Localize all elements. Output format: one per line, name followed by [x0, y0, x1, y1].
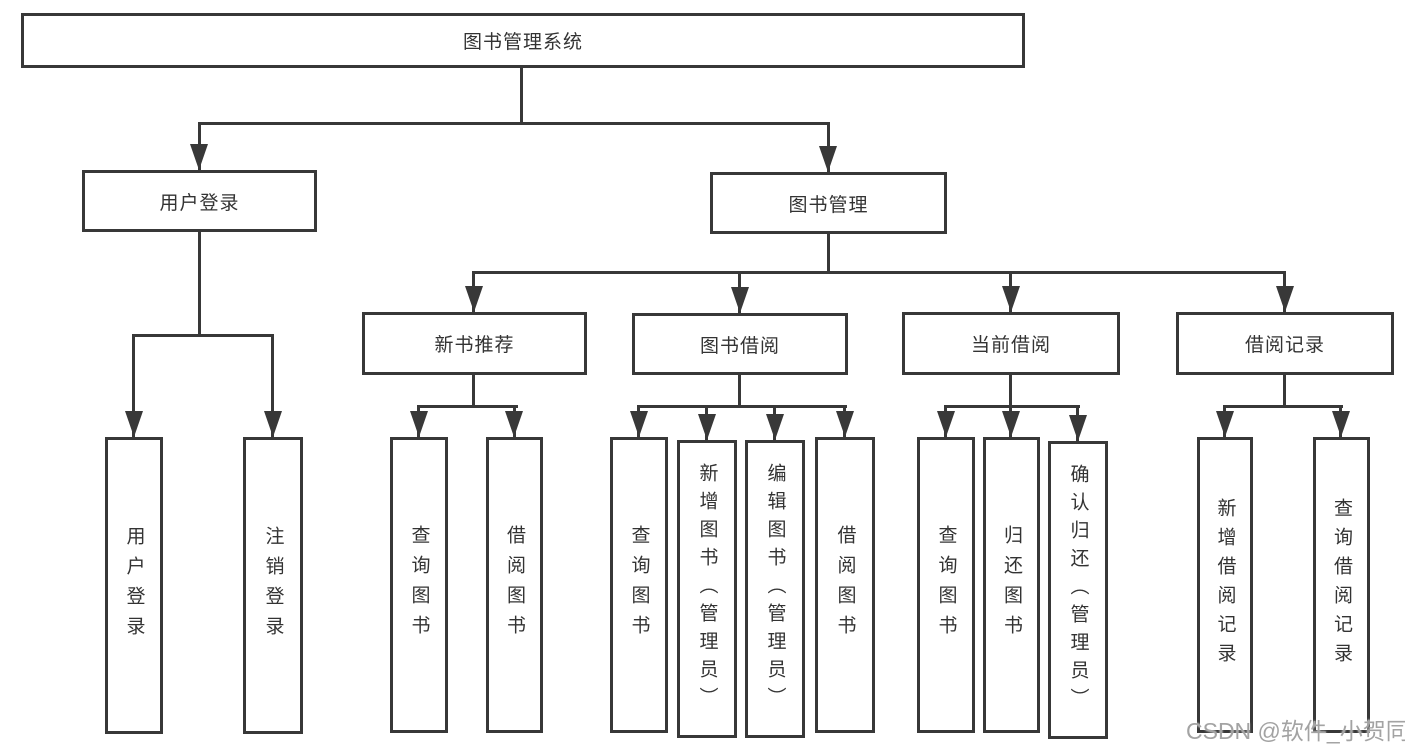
arrow-down-icon [937, 411, 955, 437]
connector-line [637, 405, 847, 408]
node-book-borrowing: 图书借阅 [632, 313, 848, 375]
arrow-down-icon [1276, 286, 1294, 312]
node-user-login: 用户登录 [82, 170, 317, 232]
node-label: 查询借阅记录 [1331, 498, 1352, 672]
node-label: 当前借阅 [970, 335, 1051, 356]
node-label: 用户登录 [159, 192, 240, 214]
watermark: CSDN @软件_小贺同学 [1186, 718, 1405, 744]
connector-line [1223, 405, 1343, 408]
leaf-query-borrow-record: 查询借阅记录 [1313, 437, 1370, 733]
node-label: 新增图书（管理员） [696, 463, 718, 715]
arrow-down-icon [410, 411, 428, 437]
node-label: 图书借阅 [699, 335, 780, 357]
arrow-down-icon [125, 411, 143, 437]
node-label: 用户登录 [123, 525, 145, 646]
arrow-down-icon [819, 146, 837, 172]
arrow-down-icon [1002, 286, 1020, 312]
connector-line [827, 234, 830, 273]
node-borrowing-records: 借阅记录 [1176, 312, 1394, 375]
arrow-down-icon [630, 411, 648, 437]
connector-line [472, 271, 1285, 274]
arrow-down-icon [1216, 411, 1234, 437]
connector-line [520, 68, 523, 122]
connector-line [198, 232, 201, 336]
leaf-confirm-return-admin: 确认归还（管理员） [1048, 441, 1108, 739]
leaf-query-books-borrow: 查询图书 [610, 437, 668, 733]
arrow-down-icon [465, 286, 483, 312]
connector-line [132, 334, 274, 337]
arrow-down-icon [698, 414, 716, 440]
arrow-down-icon [836, 411, 854, 437]
connector-line [1283, 375, 1286, 407]
node-label: 借阅记录 [1244, 335, 1325, 356]
connector-line [417, 405, 518, 408]
node-new-book-recommendation: 新书推荐 [362, 312, 587, 375]
leaf-borrow-books: 借阅图书 [815, 437, 875, 733]
leaf-query-books-current: 查询图书 [917, 437, 975, 733]
arrow-down-icon [1069, 415, 1087, 441]
node-label: 查询图书 [935, 525, 957, 645]
arrow-down-icon [1332, 411, 1350, 437]
connector-line [271, 334, 274, 437]
connector-line [944, 405, 1080, 408]
node-label: 注销登录 [262, 525, 284, 646]
connector-line [738, 375, 741, 407]
connector-line [198, 122, 830, 125]
node-label: 编辑图书（管理员） [764, 463, 786, 715]
arrow-down-icon [190, 144, 208, 170]
node-label: 归还图书 [1001, 525, 1022, 645]
node-current-borrowing: 当前借阅 [902, 312, 1120, 375]
arrow-down-icon [731, 287, 749, 313]
arrow-down-icon [264, 411, 282, 437]
node-library-management-system: 图书管理系统 [21, 13, 1025, 68]
node-label: 图书管理 [788, 194, 869, 216]
leaf-logout-login: 注销登录 [243, 437, 303, 734]
arrow-down-icon [766, 414, 784, 440]
node-label: 新书推荐 [434, 335, 515, 356]
connector-line [472, 375, 475, 407]
node-label: 查询图书 [408, 525, 430, 645]
leaf-add-books-admin: 新增图书（管理员） [677, 440, 737, 738]
connector-line [1009, 375, 1012, 407]
node-label: 新增借阅记录 [1214, 498, 1236, 672]
node-label: 借阅图书 [834, 525, 856, 645]
node-label: 确认归还（管理员） [1067, 464, 1089, 716]
leaf-borrow-books-recommend: 借阅图书 [486, 437, 543, 733]
node-label: 借阅图书 [504, 525, 525, 645]
leaf-query-books-recommend: 查询图书 [390, 437, 448, 733]
arrow-down-icon [1002, 411, 1020, 437]
node-label: 图书管理系统 [462, 32, 583, 53]
leaf-user-login: 用户登录 [105, 437, 163, 734]
leaf-add-borrow-record: 新增借阅记录 [1197, 437, 1253, 733]
arrow-down-icon [505, 411, 523, 437]
leaf-edit-books-admin: 编辑图书（管理员） [745, 440, 805, 738]
leaf-return-books: 归还图书 [983, 437, 1040, 733]
node-label: 查询图书 [628, 525, 650, 645]
node-book-management: 图书管理 [710, 172, 947, 234]
connector-line [132, 334, 135, 437]
